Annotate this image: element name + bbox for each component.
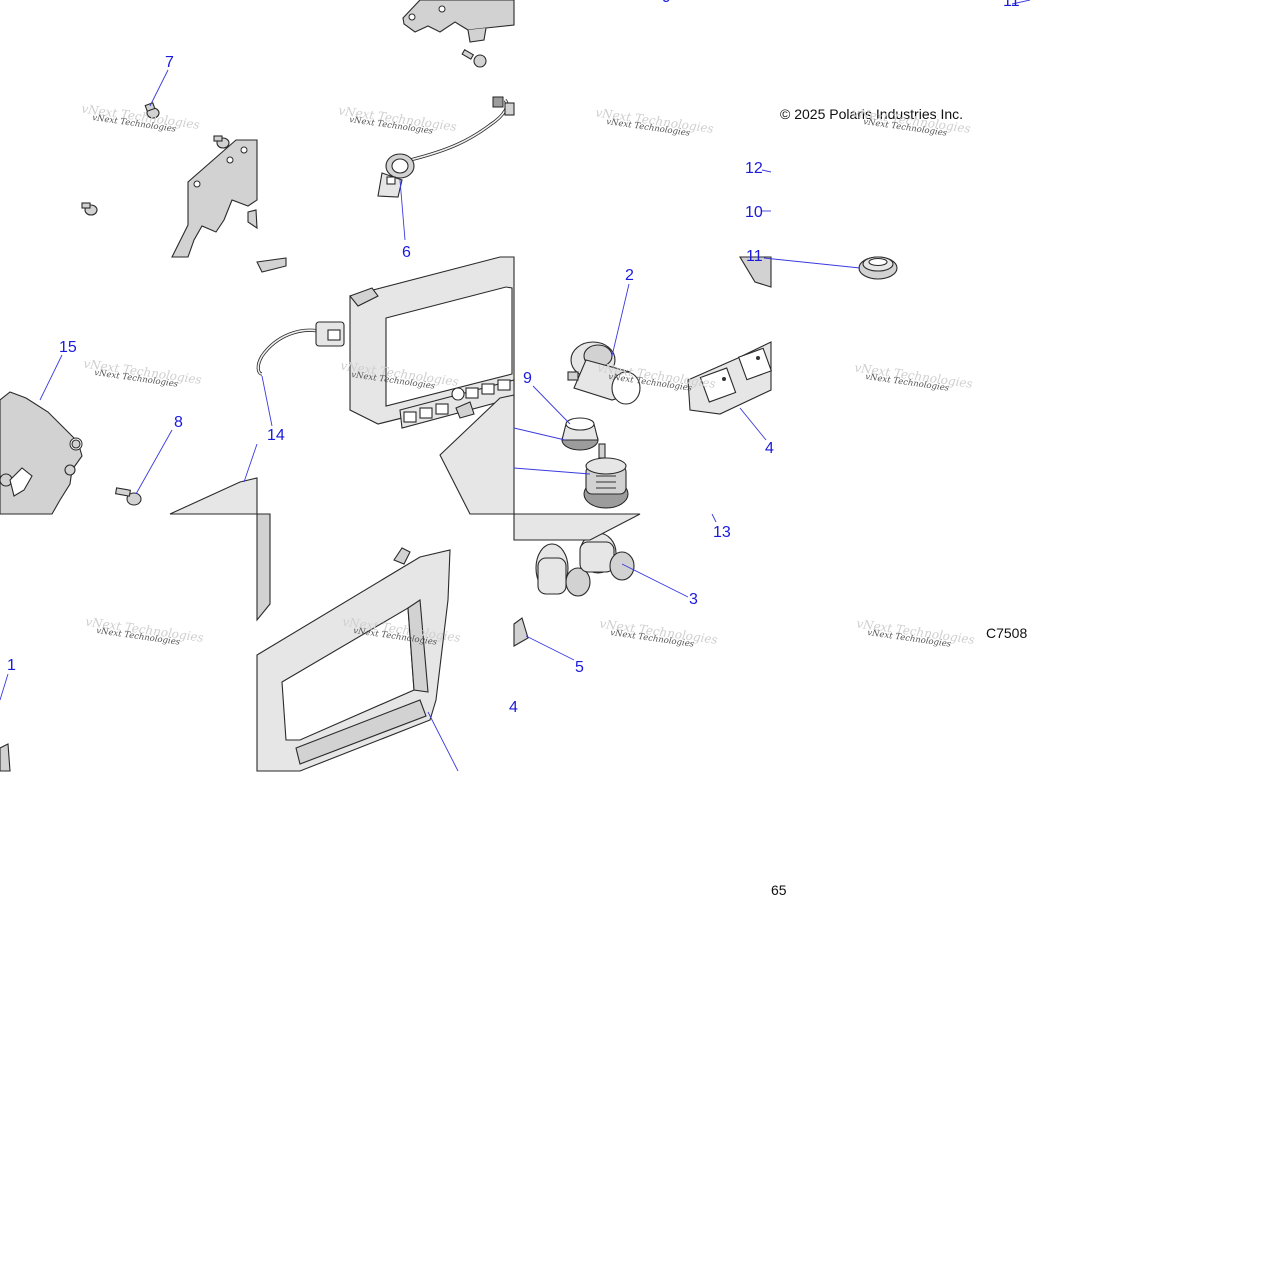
callout-13: 13 <box>713 524 731 541</box>
callout-1: 1 <box>7 657 16 674</box>
callout-9-top: 9 <box>662 0 671 6</box>
screw-upper-left <box>81 202 98 216</box>
callout-11: 11 <box>746 248 763 265</box>
screw-8 <box>114 487 142 506</box>
bracket-sliver <box>739 256 772 288</box>
dash-panel-piece <box>439 394 515 515</box>
connector-9 <box>561 417 606 459</box>
screw-top <box>461 49 487 68</box>
panel-edge <box>169 257 287 515</box>
callout-numbers: 9 11 7 6 12 10 11 2 15 9 8 14 4 13 3 5 1… <box>7 0 1020 716</box>
display-bezel-frame <box>256 513 451 772</box>
screw-mid <box>213 135 230 149</box>
display-buttons <box>403 379 511 423</box>
copyright-text: © 2025 Polaris Industries Inc. <box>780 106 963 122</box>
callout-7: 7 <box>165 54 174 71</box>
plate-15 <box>0 391 83 515</box>
harness-6 <box>377 96 515 198</box>
leader-lines <box>0 0 1031 772</box>
figure-code: C7508 <box>986 625 1027 641</box>
callout-9: 9 <box>523 370 532 387</box>
screw-7 <box>144 102 160 119</box>
ignition-switch-2 <box>567 341 641 405</box>
left-mount-bracket <box>171 139 258 258</box>
bracket-1 <box>0 743 11 772</box>
part-5-piece <box>513 617 529 647</box>
panel-13-edge <box>513 513 641 541</box>
outlets-3 <box>535 532 635 597</box>
page-fragment: 65 <box>771 882 787 898</box>
callout-3: 3 <box>689 591 698 608</box>
callout-6: 6 <box>402 244 411 261</box>
power-port <box>583 457 629 509</box>
callout-15: 15 <box>59 339 77 356</box>
callout-2: 2 <box>625 267 634 284</box>
callout-11-top: 11 <box>1003 0 1020 10</box>
callout-4-bottom: 4 <box>509 699 518 716</box>
rocker-switches-4 <box>687 341 773 415</box>
callout-8: 8 <box>174 414 183 431</box>
callout-5: 5 <box>575 659 584 676</box>
callout-4: 4 <box>765 440 774 457</box>
upper-bracket <box>402 0 515 43</box>
display-unit <box>256 256 515 429</box>
grommet-11 <box>858 256 898 280</box>
callout-10: 10 <box>745 204 763 221</box>
callout-14: 14 <box>267 427 285 444</box>
callout-12: 12 <box>745 160 763 177</box>
